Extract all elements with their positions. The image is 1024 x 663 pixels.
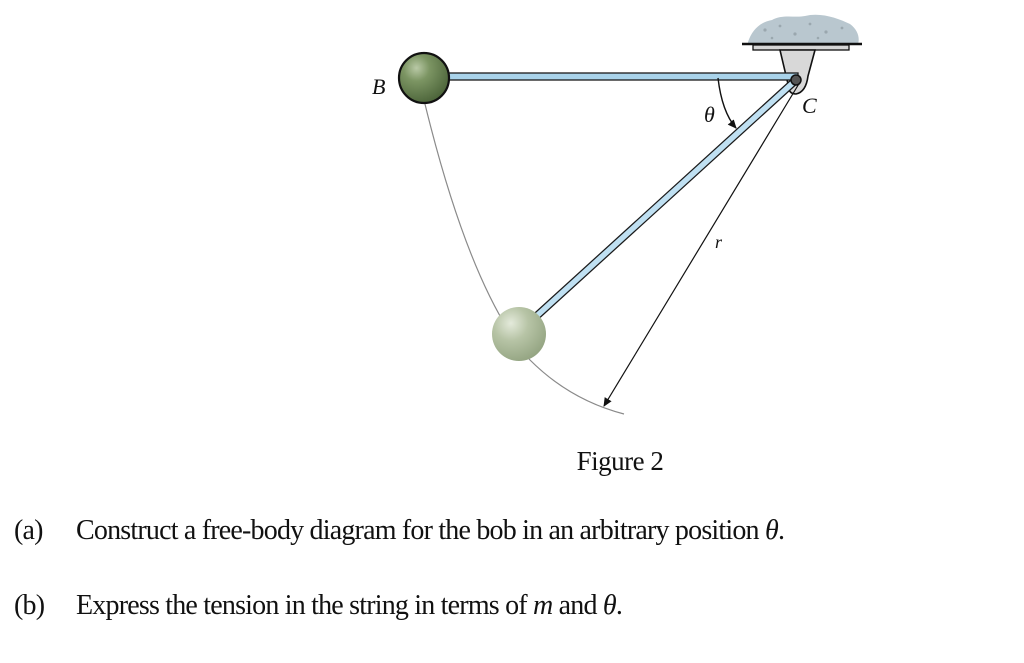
figure-caption: Figure 2 bbox=[576, 446, 664, 476]
question-b: (b) Express the tension in the string in … bbox=[14, 590, 623, 622]
pin-c bbox=[790, 74, 802, 86]
label-r: r bbox=[715, 232, 723, 252]
label-c: C bbox=[802, 93, 817, 118]
question-b-text: Express the tension in the string in ter… bbox=[76, 590, 534, 621]
question-b-var-theta: θ bbox=[602, 590, 617, 621]
question-a: (a) Construct a free-body diagram for the… bbox=[14, 515, 785, 547]
question-a-text: Construct a free-body diagram for the bo… bbox=[76, 515, 765, 546]
question-b-var-m: m bbox=[533, 590, 553, 621]
swing-arc bbox=[423, 99, 625, 415]
question-b-end: . bbox=[615, 590, 623, 621]
pendulum-figure: B C θ r bbox=[372, 14, 862, 415]
label-theta: θ bbox=[704, 102, 715, 127]
question-b-mid: and bbox=[552, 590, 603, 621]
label-b: B bbox=[372, 74, 385, 99]
ceiling bbox=[742, 14, 862, 51]
question-a-var: θ bbox=[764, 515, 779, 546]
question-a-tag: (a) bbox=[14, 515, 43, 546]
question-b-tag: (b) bbox=[14, 590, 45, 621]
radius-dimension-line bbox=[603, 81, 801, 407]
horizontal-rod bbox=[439, 72, 799, 81]
theta-arc-arrow bbox=[717, 77, 737, 129]
bob-swung bbox=[492, 307, 546, 361]
inclined-rod bbox=[527, 77, 799, 325]
question-a-end: . bbox=[777, 515, 785, 546]
bob-at-b bbox=[397, 51, 451, 105]
